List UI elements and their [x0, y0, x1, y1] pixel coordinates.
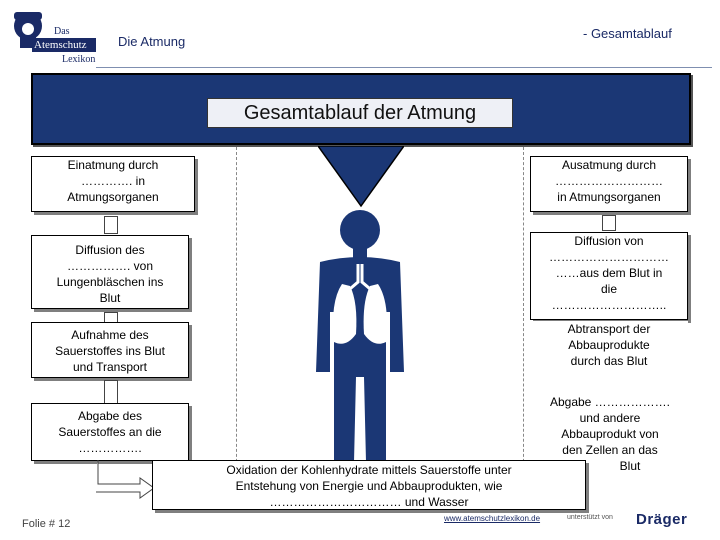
- diffusion-in-line-3: Lungenbläschen ins: [56, 275, 164, 289]
- inhalation-line-2: …………. in: [80, 174, 145, 188]
- atemschutz-lexikon-logo: Das Atemschutz Lexikon: [6, 4, 96, 65]
- slide-number: Folie # 12: [22, 518, 71, 530]
- inhalation-box: Einatmung durch …………. in Atmungsorganen: [31, 156, 195, 212]
- logo-text-lexikon: Lexikon: [62, 54, 96, 65]
- waste-release-line-4: den Zellen an das: [562, 443, 658, 457]
- oxygen-release-line-2: Sauerstoffes an die: [58, 425, 162, 439]
- exhalation-box: Ausatmung durch ……………………… in Atmungsorga…: [530, 156, 688, 212]
- draeger-logo: Dräger: [636, 511, 688, 528]
- firefighter-mask-icon: [14, 12, 42, 48]
- waste-transport-line-1: Abtransport der: [567, 322, 651, 336]
- exhalation-line-2: ………………………: [555, 174, 663, 188]
- website-link[interactable]: www.atemschutzlexikon.de: [444, 514, 541, 523]
- waste-transport-line-2: Abbauprodukte: [568, 338, 650, 352]
- oxygen-release-box: Abgabe des Sauerstoffes an die …………….: [31, 403, 189, 461]
- support-text: unterstützt von: [567, 514, 613, 521]
- oxidation-line-3: …………………………… und Wasser: [269, 495, 469, 509]
- arrow-connector: [104, 216, 118, 234]
- arrow-to-oxidation-icon: [96, 460, 155, 499]
- diffusion-out-box: Diffusion von ………………………… ……aus dem Blut …: [530, 232, 688, 320]
- diffusion-out-line-4: die: [600, 282, 617, 296]
- diffusion-out-line-1: Diffusion von: [574, 234, 644, 248]
- banner-pointer-icon: [318, 146, 404, 208]
- oxidation-line-2: Entstehung von Energie und Abbauprodukte…: [235, 479, 503, 493]
- diffusion-out-line-3: ……aus dem Blut in: [555, 266, 663, 280]
- inhalation-line-1: Einatmung durch: [67, 158, 159, 172]
- human-lungs-icon: [316, 210, 404, 462]
- oxygen-uptake-box: Aufnahme des Sauerstoffes ins Blut und T…: [31, 322, 189, 378]
- slide-subject: Die Atmung: [118, 34, 186, 49]
- waste-release-line-3: Abbauprodukt von: [561, 427, 659, 441]
- waste-transport-text: Abtransport der Abbauprodukte durch das …: [530, 321, 688, 371]
- inhalation-line-3: Atmungsorganen: [67, 190, 159, 204]
- waste-release-line-5: Blut: [619, 459, 641, 473]
- diffusion-out-line-2: …………………………: [549, 250, 669, 264]
- logo-text-das: Das: [54, 26, 70, 37]
- waste-release-line-2: und andere: [579, 411, 641, 425]
- oxidation-box: Oxidation der Kohlenhydrate mittels Saue…: [152, 460, 586, 510]
- oxidation-line-1: Oxidation der Kohlenhydrate mittels Saue…: [226, 463, 512, 477]
- exhalation-line-1: Ausatmung durch: [561, 158, 657, 172]
- page-title: Gesamtablauf der Atmung: [207, 98, 513, 128]
- diffusion-out-line-5: ………………………..: [551, 298, 667, 312]
- diffusion-in-line-4: Blut: [99, 291, 121, 305]
- oxygen-uptake-line-3: und Transport: [72, 360, 148, 374]
- logo-text-atemschutz: Atemschutz: [32, 38, 96, 52]
- arrow-connector: [104, 380, 118, 404]
- exhalation-line-3: in Atmungsorganen: [557, 190, 661, 204]
- oxygen-uptake-line-1: Aufnahme des: [71, 328, 149, 342]
- oxygen-release-line-1: Abgabe des: [77, 409, 143, 423]
- oxygen-release-line-3: …………….: [78, 441, 142, 455]
- diffusion-in-box: Diffusion des ……………. von Lungenbläschen …: [31, 235, 189, 309]
- diffusion-in-line-1: Diffusion des: [75, 243, 145, 257]
- waste-release-line-1: Abgabe ……………….: [549, 395, 671, 409]
- oxygen-uptake-line-2: Sauerstoffes ins Blut: [55, 344, 165, 358]
- slide-section-title: - Gesamtablauf: [583, 26, 672, 41]
- header-divider: [96, 67, 712, 68]
- arrow-connector: [602, 215, 616, 231]
- waste-transport-line-3: durch das Blut: [570, 354, 648, 368]
- diffusion-in-line-2: ……………. von: [66, 259, 153, 273]
